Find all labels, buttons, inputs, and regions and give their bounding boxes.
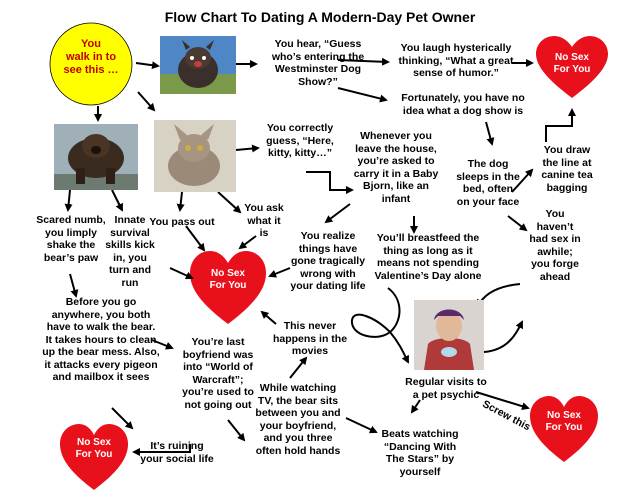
node-tea-bagging: You draw the line at canine tea bagging (541, 144, 593, 194)
arrow-cat-to-ask (217, 191, 242, 214)
node-ask: You ask what it is (244, 202, 284, 239)
start-circle (49, 22, 133, 106)
node-fortunately: Fortunately, you have no idea what a dog… (401, 92, 525, 117)
no-sex-label-bottom-left: No Sex For You (75, 437, 113, 460)
heart-center (190, 251, 266, 324)
node-havent-had-sex: You haven’t had sex in awhile; you forge… (529, 208, 581, 283)
arrow-dog-sleeps-to-tea-bagging (511, 168, 534, 193)
arrow-survival-to-heart (169, 267, 194, 280)
node-scared: Scared numb, you limply shake the bear’s… (36, 214, 106, 264)
node-westminster: You hear, “Guess who’s entering the West… (271, 38, 365, 88)
arrow-start-to-cat (137, 91, 156, 112)
node-breastfeed: You’ll breastfeed the thing as long as i… (374, 232, 482, 282)
arrow-westminster-to-fortunately (337, 87, 388, 103)
node-realize: You realize things have gone tragically … (290, 230, 366, 292)
arrow-dog-sleeps-to-havent (507, 215, 528, 232)
node-kitty: You correctly guess, “Here, kitty, kitty… (266, 122, 334, 159)
arrow-havent-to-psychic (477, 283, 521, 308)
arrow-cat-to-kitty (235, 144, 260, 153)
node-pass-out: You pass out (149, 216, 215, 228)
start-node-label: You walk in to see this … (63, 38, 119, 76)
bear-photo (54, 124, 138, 190)
node-laugh: You laugh hysterically thinking, “What a… (398, 42, 514, 79)
node-baby-bjorn: Whenever you leave the house, you’re ask… (353, 130, 439, 205)
arrow-start-to-dog (135, 61, 160, 70)
heart-bottom-right (530, 396, 598, 462)
hairless-cat-photo (154, 120, 236, 192)
node-warcraft: You’re last boyfriend was into “World of… (182, 336, 254, 411)
arrow-tea-bagging-to-heart (545, 108, 576, 142)
pet-psychic-photo (414, 300, 484, 370)
arrow-bear-to-survival (111, 189, 123, 212)
arrow-cat-to-pass-out (176, 191, 185, 212)
node-movies: This never happens in the movies (272, 320, 348, 357)
no-sex-label-top-right: No Sex For You (553, 52, 591, 75)
node-psychic: Regular visits to a pet psychic (405, 376, 487, 401)
arrow-baby-bjorn-to-realize (324, 203, 351, 224)
arrow-tv-to-dancing (345, 417, 378, 434)
arrow-fortunately-to-dog-sleeps (485, 121, 495, 146)
dog-photo (160, 36, 236, 94)
arrow-kitty-to-baby-bjorn (306, 171, 354, 194)
arrow-psychic-to-heart-loop (483, 320, 523, 353)
arrow-realize-to-heart (268, 267, 291, 278)
arrow-psychic-to-dancing (410, 399, 421, 414)
heart-top-right (536, 36, 608, 98)
arrow-walk-to-warcraft (151, 339, 174, 350)
arrow-walk-to-social (111, 407, 134, 430)
arrow-ask-to-heart (238, 235, 257, 250)
arrow-social-to-heart (132, 444, 191, 456)
node-dancing: Beats watching “Dancing With The Stars” … (381, 428, 459, 478)
arrows (64, 57, 576, 456)
node-social-life: It’s ruining your social life (140, 440, 214, 465)
arrow-westminster-to-laugh (337, 57, 390, 66)
chart-title: Flow Chart To Dating A Modern-Day Pet Ow… (164, 9, 476, 25)
arrow-breastfeed-to-psychic (350, 287, 409, 364)
node-dog-sleeps: The dog sleeps in the bed, often on your… (456, 158, 520, 208)
heart-bottom-left (60, 424, 128, 490)
arrow-movies-to-heart (260, 310, 277, 325)
no-sex-label-bottom-right: No Sex For You (545, 410, 583, 433)
arrow-tv-to-movies (289, 356, 308, 379)
arrow-pass-out-to-heart (185, 225, 206, 252)
arrow-bear-to-scared (64, 189, 73, 212)
node-walk-bear: Before you go anywhere, you both have to… (42, 296, 160, 383)
node-survival: Innate survival skills kick in, you turn… (105, 214, 155, 289)
no-sex-label-center: No Sex For You (209, 268, 247, 291)
arrow-psychic-to-screw-this (475, 391, 530, 411)
arrow-warcraft-to-tv (227, 419, 246, 442)
node-tv: While watching TV, the bear sits between… (255, 382, 341, 457)
arrow-scared-to-walk (69, 273, 79, 298)
